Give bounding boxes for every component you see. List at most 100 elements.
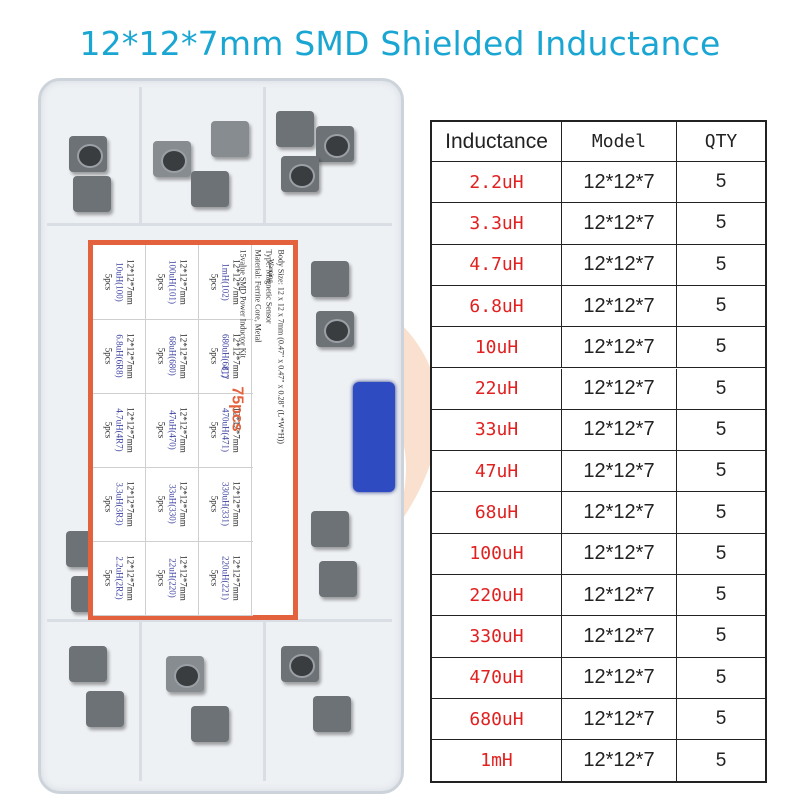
kit-count: 75pcs xyxy=(228,386,246,432)
table-cell: 680uH xyxy=(432,698,562,740)
table-cell: 12*12*7 xyxy=(562,285,677,327)
label-body-size: Body Size: 12 x 12 x 7mm (0.47" x 0.47" … xyxy=(276,249,286,444)
table-cell: 12*12*7 xyxy=(562,327,677,368)
label-cell-size: 12*12*7mm xyxy=(178,333,189,379)
label-cell-size: 12*12*7mm xyxy=(125,333,136,379)
inductor-component xyxy=(316,311,354,347)
table-cell: 2.2uH xyxy=(432,162,562,203)
table-cell: 12*12*7 xyxy=(562,740,677,782)
table-cell: 5 xyxy=(715,584,727,606)
inductor-component xyxy=(313,696,351,732)
table-cell: 6.8uH xyxy=(432,285,562,327)
table-cell: 1mH xyxy=(432,740,562,782)
table-cell: 5 xyxy=(715,418,727,440)
label-cell-code: 22uH(220) xyxy=(167,558,178,598)
label-cell-size: 12*12*7mm xyxy=(178,259,189,305)
inductor-component xyxy=(319,561,357,597)
page-title: 12*12*7mm SMD Shielded Inductance xyxy=(79,24,721,63)
table-cell: 10uH xyxy=(432,327,562,368)
table-cell: 5 xyxy=(715,212,727,234)
label-cell-qty: 5pcs xyxy=(103,273,114,291)
table-cell: 12*12*7 xyxy=(562,698,677,740)
table-cell: 5 xyxy=(715,625,727,647)
table-cell: 12*12*7 xyxy=(562,409,677,451)
label-cell-qty: 5pcs xyxy=(156,421,167,439)
table-cell: 5 xyxy=(715,501,727,523)
table-cell: 12*12*7 xyxy=(562,533,677,574)
label-cell-qty: 5pcs xyxy=(103,569,114,587)
table-cell: 220uH xyxy=(432,575,562,616)
label-cell-qty: 5pcs xyxy=(156,273,167,291)
label-cell-qty: 5pcs xyxy=(209,347,220,365)
table-cell: 5 xyxy=(715,460,727,482)
label-cell-code: 6.8uH(6R8) xyxy=(114,334,125,378)
table-header-cell: Model xyxy=(562,122,677,161)
table-cell: 12*12*7 xyxy=(562,162,677,203)
table-cell: 5 xyxy=(715,171,727,193)
box-divider xyxy=(47,223,392,226)
label-cell-qty: 5pcs xyxy=(156,569,167,587)
label-cell-size: 12*12*7mm xyxy=(178,555,189,601)
inductor-component xyxy=(191,706,229,742)
label-cell-size: 12*12*7mm xyxy=(178,481,189,527)
box-divider xyxy=(263,87,266,223)
inductor-component xyxy=(281,646,319,682)
table-cell: 5 xyxy=(715,542,727,564)
label-cell-code: 2.2uH(2R2) xyxy=(114,556,125,600)
label-cell-code: 10uH(100) xyxy=(114,262,125,302)
label-cell-code: 330uH(331) xyxy=(220,482,231,526)
label-cell-size: 12*12*7mm xyxy=(125,407,136,453)
label-cell-qty: 5pcs xyxy=(156,495,167,513)
table-cell: 12*12*7 xyxy=(562,203,677,244)
box-divider xyxy=(139,621,142,781)
table-cell: 5 xyxy=(715,666,727,688)
table-cell: 5 xyxy=(715,708,727,730)
label-cell-code: 220uH(221) xyxy=(220,556,231,600)
label-material: Material: Ferrite Core, Metal xyxy=(253,249,263,343)
inductor-component xyxy=(69,136,107,172)
box-divider xyxy=(139,87,142,223)
table-cell: 5 xyxy=(715,253,727,275)
box-divider xyxy=(47,619,392,622)
table-cell: 5 xyxy=(715,377,727,399)
label-cell-code: 1mH(102) xyxy=(220,263,231,301)
table-cell: 4.7uH xyxy=(432,244,562,285)
kit-code: C7 xyxy=(218,366,231,380)
table-cell: 33uH xyxy=(432,409,562,451)
table-cell: 5 xyxy=(715,749,727,771)
label-cell-qty: 5pcs xyxy=(156,347,167,365)
table-cell: 47uH xyxy=(432,451,562,492)
inductor-component xyxy=(86,691,124,727)
